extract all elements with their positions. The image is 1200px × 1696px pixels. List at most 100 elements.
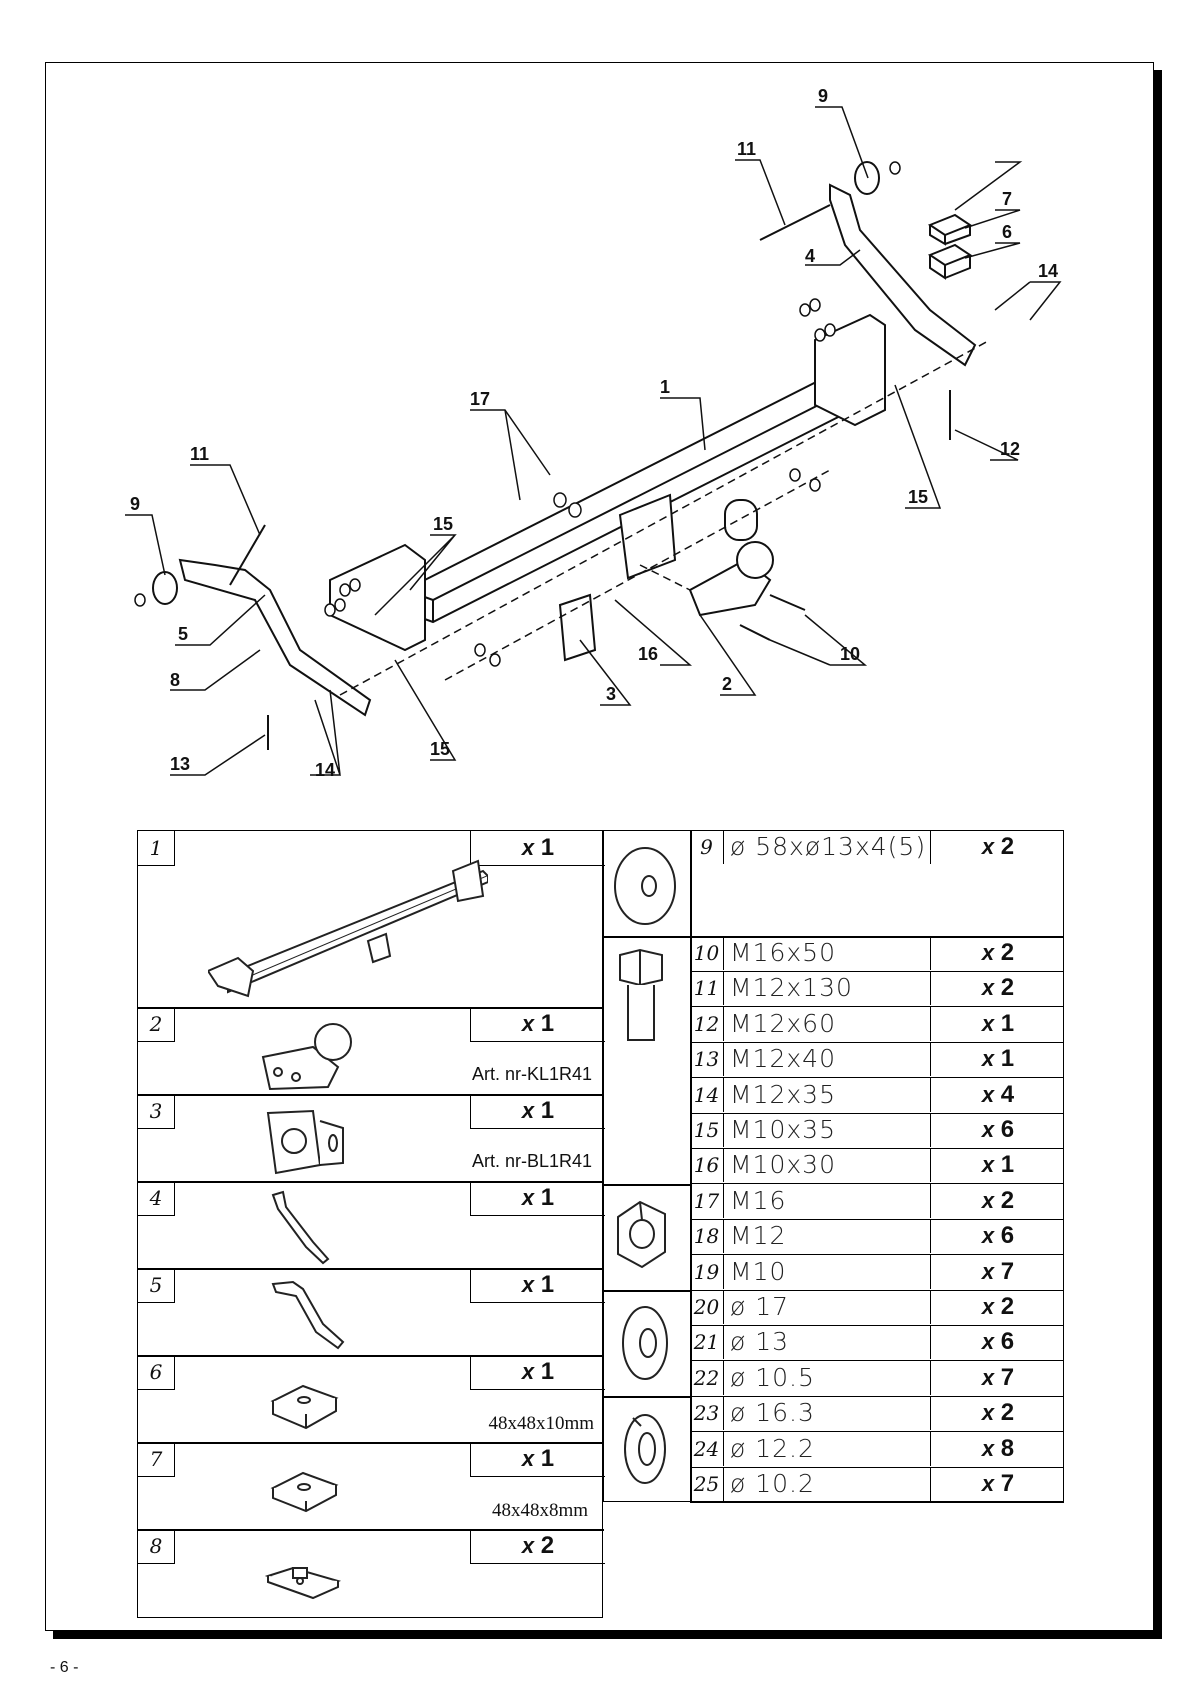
callout-9: 9 <box>818 86 828 106</box>
callout-6: 6 <box>1002 222 1012 242</box>
part-number: 24 <box>690 1431 724 1466</box>
part-quantity: x 7 <box>930 1254 1065 1289</box>
part-number: 8 <box>138 1529 175 1564</box>
large-washer-part <box>854 161 880 195</box>
callout-10: 10 <box>840 644 860 664</box>
bolt-icon <box>619 948 663 1041</box>
part-quantity: x 1 <box>470 1007 605 1042</box>
part-number: 17 <box>690 1183 724 1218</box>
callout-5: 5 <box>178 624 188 644</box>
part-number: 9 <box>690 830 724 864</box>
socket-plate-part <box>558 593 597 662</box>
part-number: 25 <box>690 1467 724 1501</box>
nut-icon <box>617 1200 666 1269</box>
part-quantity: x 1 <box>470 831 605 866</box>
part-number: 16 <box>690 1148 724 1183</box>
part-number: 14 <box>690 1077 724 1112</box>
page-frame <box>45 62 1154 1631</box>
left-arm-icon <box>271 1280 345 1350</box>
part-note: Art. nr-KL1R41 <box>471 1064 592 1084</box>
part-quantity: x 2 <box>930 1183 1065 1218</box>
callout-16: 16 <box>638 644 658 664</box>
spring-washer-icon <box>624 1414 666 1484</box>
bolt-part <box>739 594 806 641</box>
part-number: 11 <box>690 971 724 1006</box>
part-spec: M10 <box>730 1256 787 1286</box>
part-spec: M10x35 <box>730 1115 836 1144</box>
part-spec: ø 13 <box>730 1327 790 1357</box>
part-spec: M12 <box>730 1221 787 1251</box>
part-number: 20 <box>690 1290 724 1324</box>
part-number: 23 <box>690 1396 724 1431</box>
part-number: 21 <box>690 1325 724 1360</box>
part-number: 10 <box>690 936 724 970</box>
part-quantity: x 2 <box>470 1529 605 1564</box>
part-spec: M16 <box>730 1185 787 1215</box>
part-spec: M12x40 <box>730 1044 836 1074</box>
callout-9: 9 <box>130 494 140 514</box>
part-note: 48x48x8mm <box>491 1500 588 1521</box>
callout-14: 14 <box>1038 261 1058 281</box>
part-spec: ø 10.5 <box>730 1362 815 1392</box>
right-arm-icon <box>271 1190 330 1265</box>
parts-table-right <box>602 830 1064 1502</box>
part-spec: M12x130 <box>730 973 853 1003</box>
parts-table-left: 1 x 1 2 x 1 Art. nr-KL1R41 3 x 1 Art. nr… <box>137 830 605 1618</box>
callout-11: 11 <box>190 444 209 464</box>
callout-8: 8 <box>170 670 180 690</box>
part-number: 22 <box>690 1360 724 1395</box>
crossbar-part <box>329 313 886 652</box>
part-spec: M12x60 <box>730 1008 836 1038</box>
long-bolt-part <box>759 204 831 241</box>
part-quantity: x 6 <box>930 1113 1065 1147</box>
part-quantity: x 1 <box>930 1006 1065 1041</box>
part-note: Art. nr-BL1R41 <box>471 1151 592 1171</box>
part-spec: ø 58xø13x4(5) <box>730 832 927 861</box>
callout-12: 12 <box>1000 439 1020 459</box>
callout-15: 15 <box>908 487 928 507</box>
large-washer-part <box>152 571 178 605</box>
callout-15: 15 <box>430 739 450 759</box>
part-spec: ø 12.2 <box>730 1433 815 1463</box>
callout-3: 3 <box>606 684 616 704</box>
part-number: 4 <box>138 1181 175 1216</box>
part-number: 3 <box>138 1094 175 1129</box>
part-quantity: x 2 <box>930 936 1065 970</box>
crossbar-icon <box>208 859 488 998</box>
part-number: 13 <box>690 1042 724 1077</box>
part-quantity: x 2 <box>930 1290 1065 1324</box>
part-quantity: x 6 <box>930 1219 1065 1254</box>
spacer-block-part <box>927 243 973 280</box>
part-number: 19 <box>690 1254 724 1289</box>
part-quantity: x 4 <box>930 1077 1065 1112</box>
callout-7: 7 <box>1002 189 1012 209</box>
towball-part <box>688 499 774 617</box>
part-number: 6 <box>138 1355 175 1390</box>
right-arm-part <box>829 183 977 367</box>
flat-washer-icon <box>622 1306 668 1380</box>
part-quantity: x 1 <box>470 1268 605 1303</box>
left-arm-part <box>178 558 372 717</box>
socket-plate-icon <box>266 1109 344 1175</box>
part-quantity: x 2 <box>930 971 1065 1006</box>
part-quantity: x 1 <box>470 1355 605 1390</box>
part-quantity: x 1 <box>930 1148 1065 1183</box>
part-number: 5 <box>138 1268 175 1303</box>
part-spec: ø 17 <box>730 1292 790 1321</box>
part-spec: M10x30 <box>730 1150 836 1180</box>
callout-14: 14 <box>315 760 335 780</box>
callout-11: 11 <box>737 139 756 159</box>
